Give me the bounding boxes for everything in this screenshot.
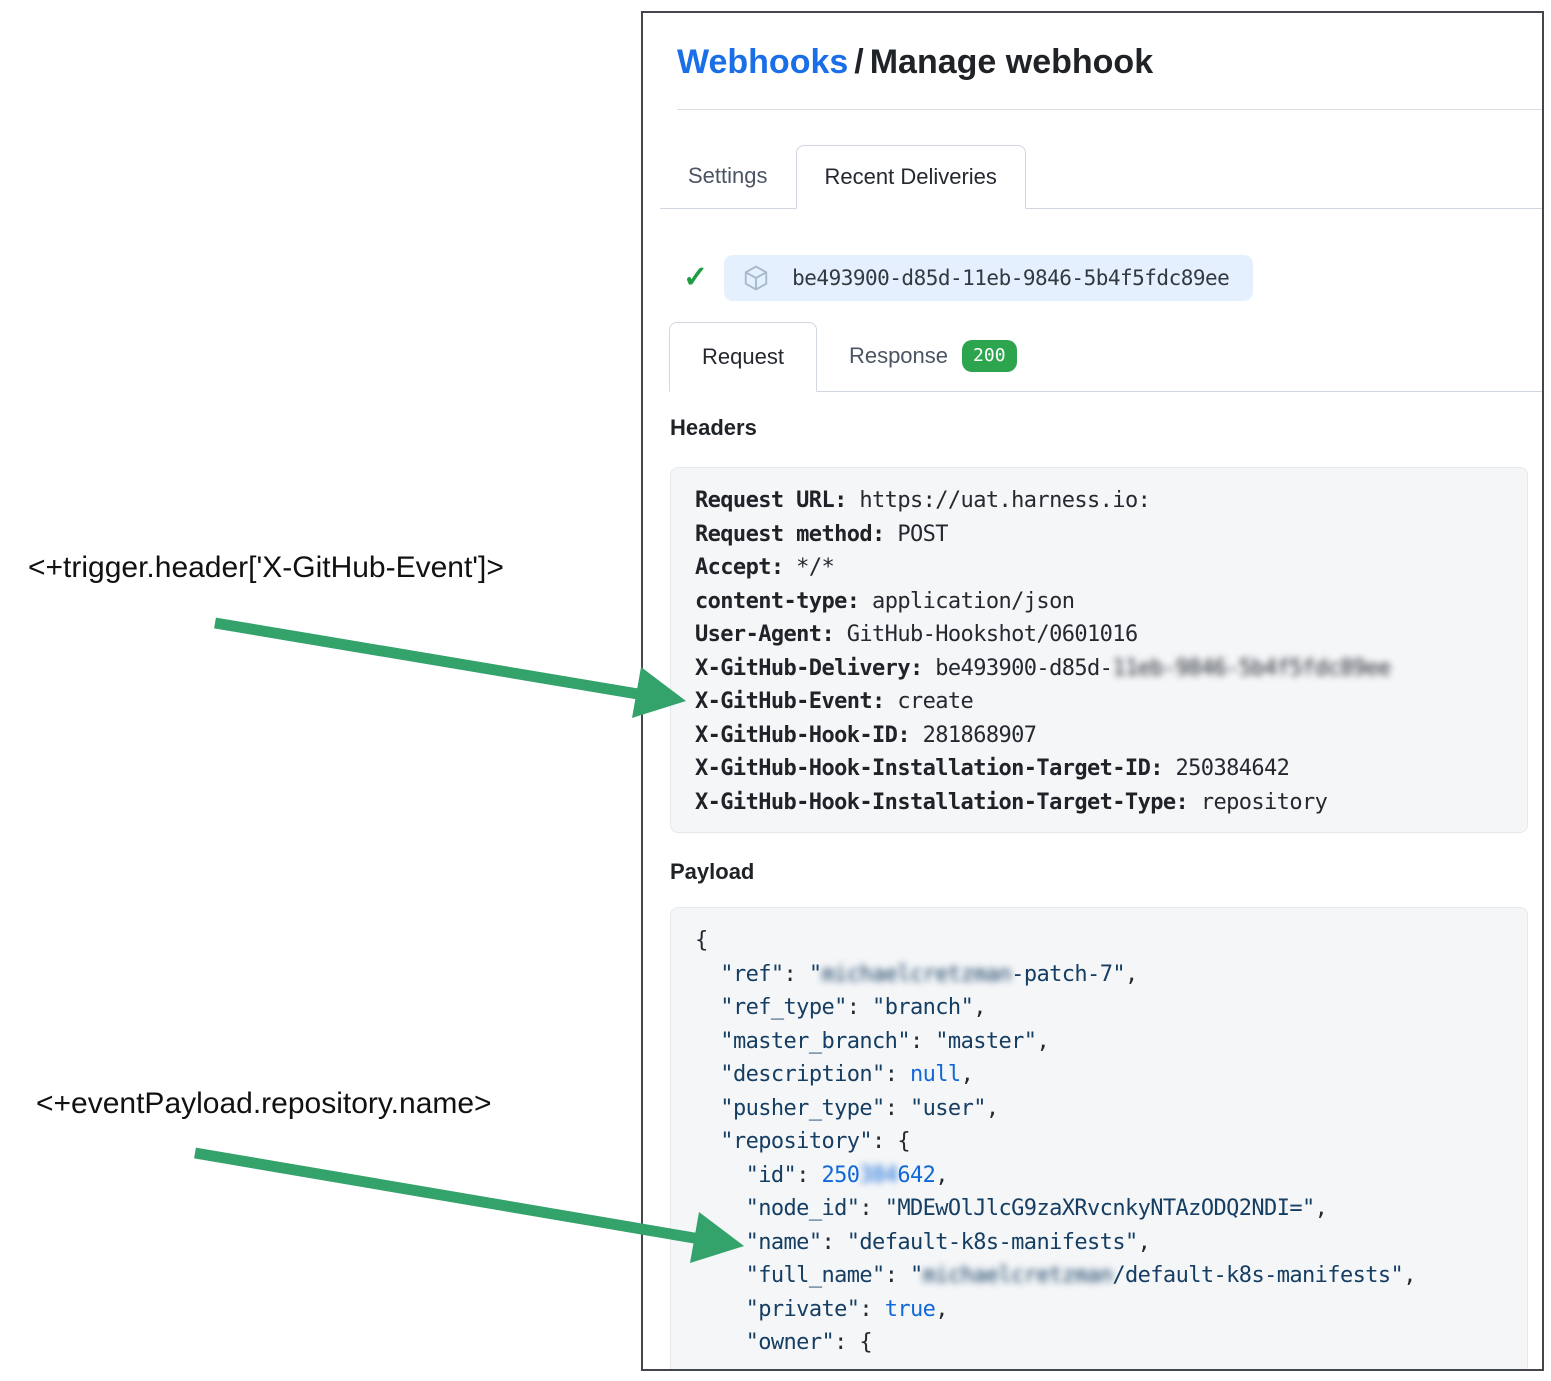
header-row: X-GitHub-Delivery: be493900-d85d-11eb-98… <box>695 655 1391 681</box>
payload-line: "id": 250384642, <box>745 1162 949 1188</box>
tab-response[interactable]: Response 200 <box>817 321 1049 391</box>
package-icon <box>744 265 768 291</box>
delivery-pill[interactable]: be493900-d85d-11eb-9846-5b4f5fdc89ee <box>724 255 1254 301</box>
payload-line: "ref": "michaelcretzman-patch-7", <box>720 961 1138 987</box>
header-row: X-GitHub-Hook-Installation-Target-Type: … <box>695 789 1328 815</box>
manage-webhook-panel: Webhooks/Manage webhook Settings Recent … <box>641 11 1544 1371</box>
payload-line: "master_branch": "master", <box>720 1028 1050 1054</box>
annotation-payload-expression: <+eventPayload.repository.name> <box>36 1087 492 1120</box>
header-row: X-GitHub-Hook-Installation-Target-ID: 25… <box>695 756 1290 781</box>
header-row: User-Agent: GitHub-Hookshot/0601016 <box>695 622 1138 647</box>
payload-line: { <box>695 928 708 953</box>
delivery-row: ✓ be493900-d85d-11eb-9846-5b4f5fdc89ee <box>683 255 1254 301</box>
request-response-tabbar: Request Response 200 <box>669 322 1542 392</box>
header-row: Request URL: https://uat.harness.io: <box>695 488 1151 513</box>
payload-line: "owner": { <box>745 1330 873 1355</box>
payload-line: "ref_type": "branch", <box>720 995 986 1020</box>
tab-response-label: Response <box>848 343 949 368</box>
tab-request[interactable]: Request <box>669 322 817 392</box>
delivery-id: be493900-d85d-11eb-9846-5b4f5fdc89ee <box>792 266 1230 290</box>
payload-heading: Payload <box>670 859 755 884</box>
headers-heading: Headers <box>670 415 757 440</box>
arrow-to-github-event-icon <box>214 617 686 718</box>
tab-settings[interactable]: Settings <box>688 163 768 188</box>
webhooks-link[interactable]: Webhooks <box>677 43 849 81</box>
header-row: Request method: POST <box>695 521 949 547</box>
payload-box: { "ref": "michaelcretzman-patch-7", "ref… <box>670 907 1528 1369</box>
tab-recent-deliveries[interactable]: Recent Deliveries <box>795 145 1026 209</box>
breadcrumb-separator: / <box>854 43 864 81</box>
response-status-badge: 200 <box>962 340 1017 372</box>
payload-line: "name": "default-k8s-manifests", <box>745 1229 1151 1255</box>
header-row: X-GitHub-Event: create <box>695 689 974 714</box>
header-row: X-GitHub-Hook-ID: 281868907 <box>695 722 1037 748</box>
payload-line: "private": true, <box>745 1296 949 1322</box>
payload-line: "description": null, <box>720 1062 974 1087</box>
title-divider <box>677 109 1542 110</box>
annotation-trigger-expression: <+trigger.header['X-GitHub-Event']> <box>28 551 504 584</box>
success-check-icon: ✓ <box>683 261 709 294</box>
breadcrumb: Webhooks/Manage webhook <box>677 43 1153 82</box>
headers-box: Request URL: https://uat.harness.io: Requ… <box>670 467 1528 833</box>
payload-line: "full_name": "michaelcretzman/default-k8… <box>745 1263 1417 1288</box>
webhook-tabbar: Settings Recent Deliveries <box>660 145 1542 209</box>
header-row: content-type: application/json <box>695 588 1075 614</box>
payload-line: "node_id": "MDEwOlJlcG9zaXRvcnkyNTAzODQ2… <box>745 1196 1328 1221</box>
payload-line: "pusher_type": "user", <box>720 1095 999 1121</box>
page-title: Manage webhook <box>869 43 1154 81</box>
payload-line: "repository": { <box>720 1129 910 1154</box>
header-row: Accept: */* <box>695 555 835 580</box>
